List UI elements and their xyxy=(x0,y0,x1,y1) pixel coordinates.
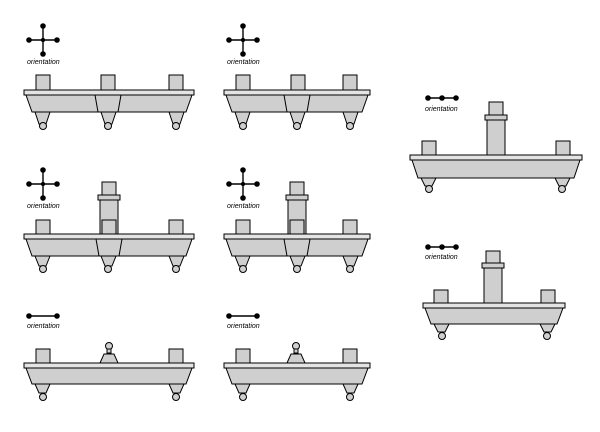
fixture-bench xyxy=(23,342,195,401)
fixture-bench xyxy=(23,181,195,273)
panel-h: orientation xyxy=(223,313,371,401)
panel-d: orientation xyxy=(23,167,195,273)
orientation-label: orientation xyxy=(425,106,458,113)
cross-orientation-icon xyxy=(26,167,60,201)
cross-orientation-icon xyxy=(26,23,60,57)
orientation-label: orientation xyxy=(27,203,60,210)
orientation-label: orientation xyxy=(227,59,260,66)
linear-three-dot-orientation-icon xyxy=(425,244,459,250)
panel-g: orientation xyxy=(23,313,195,401)
panel-c: orientation xyxy=(409,95,583,193)
cross-orientation-icon xyxy=(226,23,260,57)
orientation-label: orientation xyxy=(227,323,260,330)
panel-a: orientation xyxy=(23,23,195,130)
cross-orientation-icon xyxy=(226,167,260,201)
fixture-bench xyxy=(223,342,371,401)
panel-e: orientation xyxy=(223,167,371,273)
fixture-bench xyxy=(23,74,195,130)
panel-b: orientation xyxy=(223,23,371,130)
fixture-bench xyxy=(223,74,371,130)
fixture-bench xyxy=(223,181,371,273)
linear-three-dot-orientation-icon xyxy=(425,95,459,101)
fixture-bench xyxy=(409,101,583,193)
orientation-label: orientation xyxy=(425,254,458,261)
orientation-label: orientation xyxy=(27,323,60,330)
panel-f: orientation xyxy=(422,244,566,340)
orientation-label: orientation xyxy=(27,59,60,66)
linear-two-dot-orientation-icon xyxy=(226,313,260,319)
linear-two-dot-orientation-icon xyxy=(26,313,60,319)
fixture-bench xyxy=(422,250,566,340)
orientation-label: orientation xyxy=(227,203,260,210)
